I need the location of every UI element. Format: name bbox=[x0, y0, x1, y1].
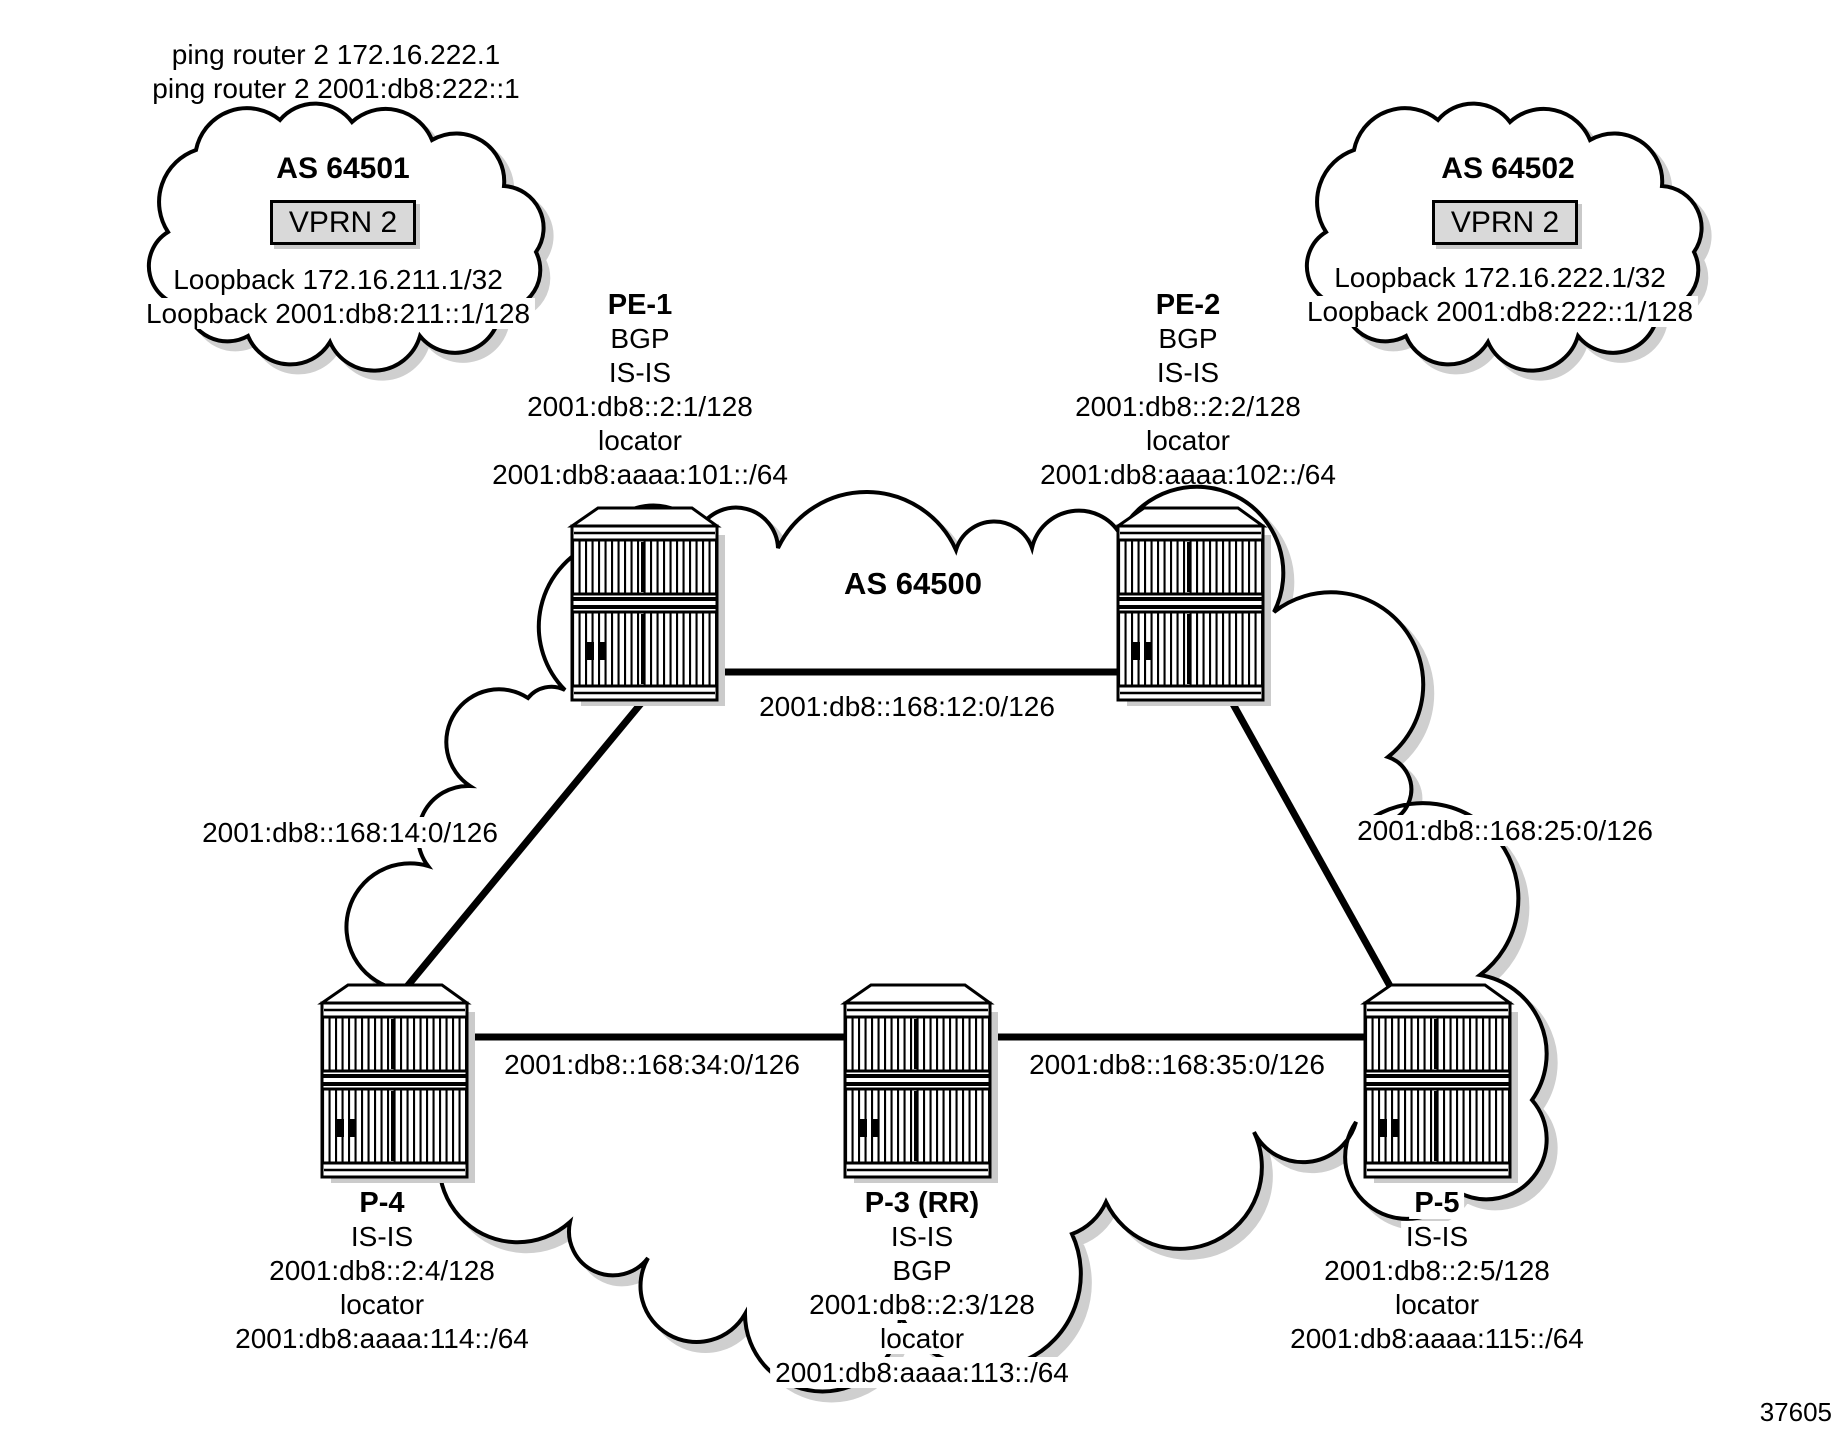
ping-line-2: ping router 2 2001:db8:222::1 bbox=[152, 73, 520, 104]
router-icon-p3 bbox=[843, 983, 1000, 1185]
p4-label-block: P-4 IS-IS 2001:db8::2:4/128 locator 2001… bbox=[230, 1186, 534, 1356]
as64500-label: AS 64500 bbox=[844, 566, 982, 601]
router-icon-pe2 bbox=[1116, 506, 1273, 708]
pe1-label-block: PE-1 BGP IS-IS 2001:db8::2:1/128 locator… bbox=[492, 288, 788, 492]
pe2-loopback: 2001:db8::2:2/128 bbox=[1075, 391, 1301, 422]
ping-line-1: ping router 2 172.16.222.1 bbox=[171, 39, 501, 70]
pe2-label-block: PE-2 BGP IS-IS 2001:db8::2:2/128 locator… bbox=[1040, 288, 1336, 492]
p4-name: P-4 bbox=[354, 1187, 410, 1219]
p4-loopback: 2001:db8::2:4/128 bbox=[264, 1255, 500, 1286]
p5-label-block: P-5 IS-IS 2001:db8::2:5/128 locator 2001… bbox=[1285, 1186, 1589, 1356]
pe2-locator-word: locator bbox=[1145, 425, 1231, 456]
p3-name: P-3 (RR) bbox=[859, 1187, 985, 1219]
pe1-loopback: 2001:db8::2:1/128 bbox=[527, 391, 753, 422]
link-pe1-p4 bbox=[397, 692, 651, 998]
pe2-name: PE-2 bbox=[1155, 289, 1221, 321]
p5-loopback: 2001:db8::2:5/128 bbox=[1319, 1255, 1555, 1286]
router-icon-p4 bbox=[320, 983, 477, 1185]
links bbox=[397, 668, 1399, 1041]
p4-locator-prefix: 2001:db8:aaaa:114::/64 bbox=[230, 1323, 534, 1354]
pe1-name: PE-1 bbox=[607, 289, 673, 321]
right-loopback-v4: Loopback 172.16.222.1/32 bbox=[1329, 262, 1671, 293]
ping-note: ping router 2 172.16.222.1 ping router 2… bbox=[152, 38, 519, 106]
link-label-pe1-pe2: 2001:db8::168:12:0/126 bbox=[754, 690, 1060, 724]
vprn2-box-right: VPRN 2 bbox=[1432, 200, 1578, 245]
right-loopback-v6: Loopback 2001:db8:222::1/128 bbox=[1301, 296, 1699, 327]
pe1-proto-2: IS-IS bbox=[608, 357, 672, 388]
pe2-proto-1: BGP bbox=[1158, 323, 1218, 354]
p5-locator-prefix: 2001:db8:aaaa:115::/64 bbox=[1285, 1323, 1589, 1354]
pe2-proto-2: IS-IS bbox=[1156, 357, 1220, 388]
left-loopback-v6: Loopback 2001:db8:211::1/128 bbox=[140, 298, 536, 329]
link-label-pe2-p5: 2001:db8::168:25:0/126 bbox=[1352, 814, 1658, 848]
left-loopback-v4: Loopback 172.16.211.1/32 bbox=[168, 264, 508, 295]
p3-proto-1: IS-IS bbox=[885, 1221, 959, 1252]
p3-loopback: 2001:db8::2:3/128 bbox=[804, 1289, 1040, 1320]
p5-proto: IS-IS bbox=[1400, 1221, 1474, 1252]
p5-locator-word: locator bbox=[1389, 1289, 1485, 1320]
p3-label-block: P-3 (RR) IS-IS BGP 2001:db8::2:3/128 loc… bbox=[770, 1186, 1074, 1390]
left-cloud-loopbacks: Loopback 172.16.211.1/32 Loopback 2001:d… bbox=[140, 263, 536, 331]
pe2-locator-prefix: 2001:db8:aaaa:102::/64 bbox=[1040, 459, 1336, 490]
vprn2-box-left: VPRN 2 bbox=[270, 200, 416, 245]
p4-locator-word: locator bbox=[334, 1289, 430, 1320]
p3-locator-prefix: 2001:db8:aaaa:113::/64 bbox=[770, 1357, 1074, 1388]
figure-number: 37605 bbox=[1759, 1397, 1832, 1427]
p5-name: P-5 bbox=[1409, 1187, 1465, 1219]
as64501-label: AS 64501 bbox=[276, 152, 410, 185]
link-label-p4-p3: 2001:db8::168:34:0/126 bbox=[499, 1048, 805, 1082]
p3-locator-word: locator bbox=[874, 1323, 970, 1354]
link-label-p3-p5: 2001:db8::168:35:0/126 bbox=[1024, 1048, 1330, 1082]
link-label-pe1-p4: 2001:db8::168:14:0/126 bbox=[197, 816, 503, 850]
pe1-proto-1: BGP bbox=[610, 323, 670, 354]
router-icon-p5 bbox=[1363, 983, 1520, 1185]
router-icon-pe1 bbox=[570, 506, 727, 708]
p3-proto-2: BGP bbox=[887, 1255, 957, 1286]
link-pe2-p5 bbox=[1224, 693, 1399, 997]
pe1-locator-word: locator bbox=[597, 425, 683, 456]
right-cloud-loopbacks: Loopback 172.16.222.1/32 Loopback 2001:d… bbox=[1301, 261, 1699, 329]
p4-proto: IS-IS bbox=[345, 1221, 419, 1252]
as64502-label: AS 64502 bbox=[1441, 152, 1575, 185]
pe1-locator-prefix: 2001:db8:aaaa:101::/64 bbox=[492, 459, 788, 490]
